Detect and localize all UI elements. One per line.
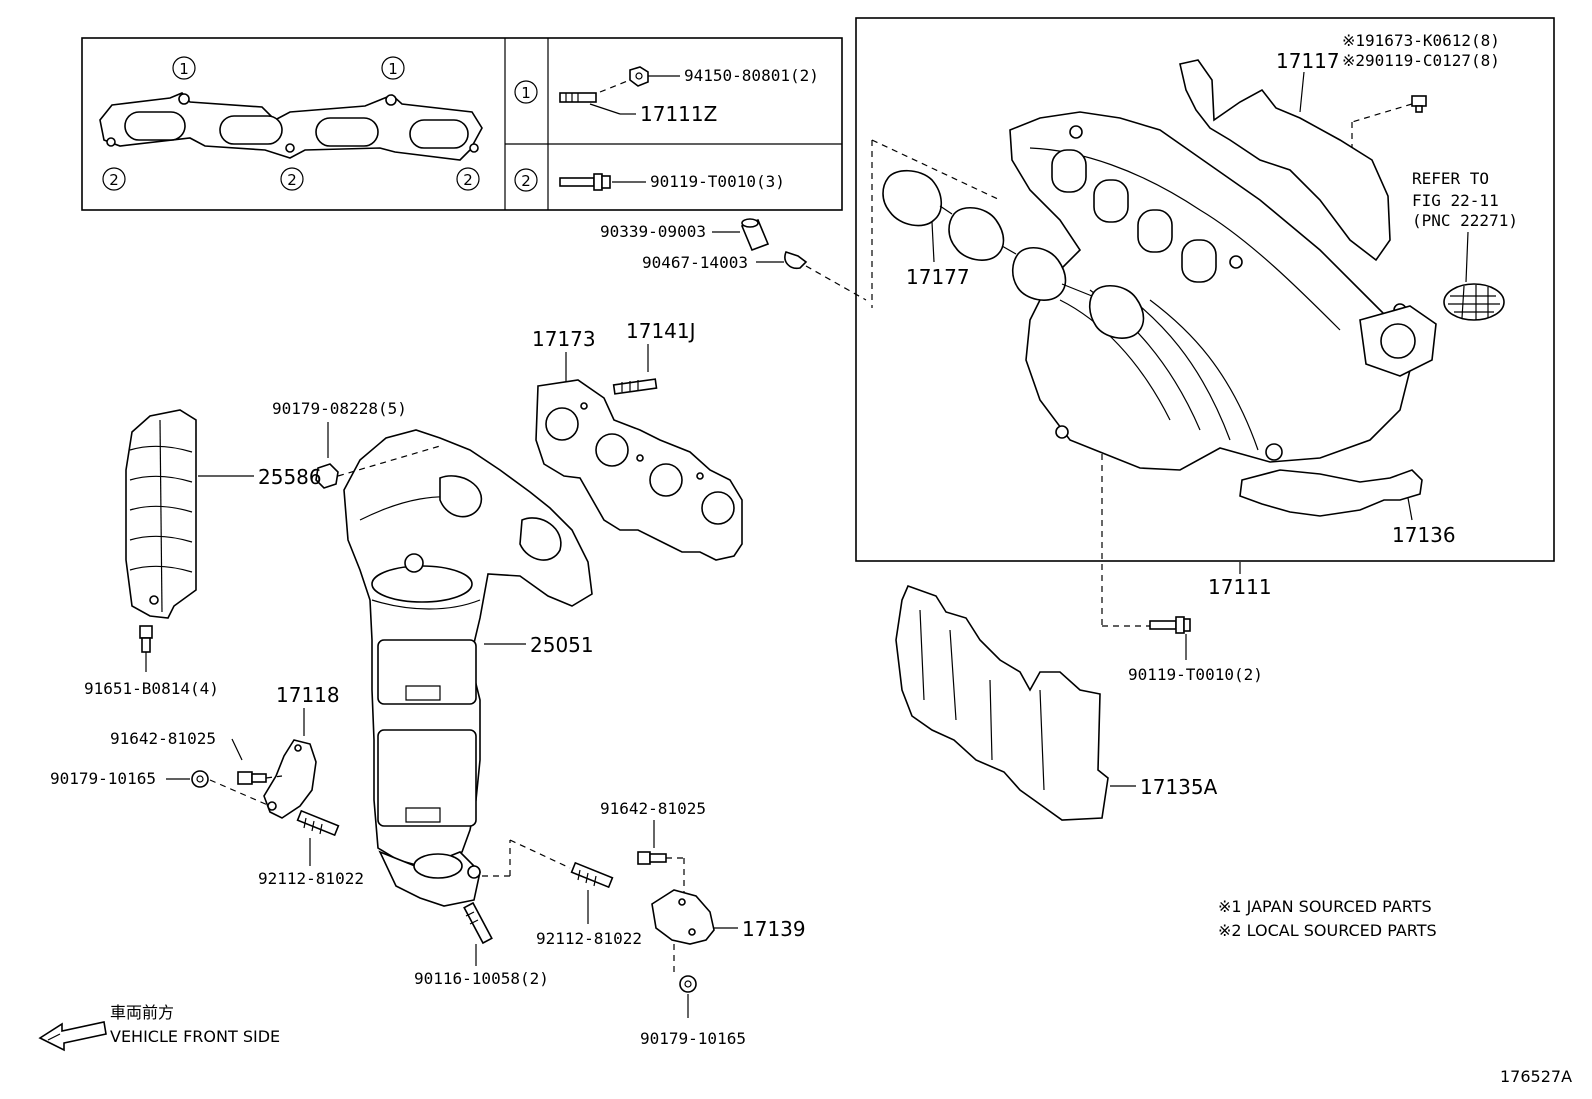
marker-1-circle: 1 (381, 56, 405, 80)
label-90339-09003: 90339-09003 (600, 222, 706, 241)
label-90179-10165-a: 90179-10165 (50, 769, 156, 788)
svg-text:2: 2 (287, 171, 297, 189)
refer-to-line: REFER TO (1412, 169, 1489, 188)
stud-bolt-icon (296, 809, 340, 837)
label-91642-81025-b: 91642-81025 (600, 799, 706, 818)
label-91651-B0814: 91651-B0814(4) (84, 679, 219, 698)
flange-bolt-icon (1149, 616, 1191, 634)
gasket-inset: 1 1 2 2 2 1 (81, 37, 843, 211)
label-17177: 17177 (906, 265, 970, 289)
clamp-icon (784, 251, 808, 270)
hose-icon (740, 218, 770, 252)
label-17173: 17173 (532, 327, 596, 351)
label-90467-14003: 90467-14003 (642, 253, 748, 272)
marker-2-circle: 2 (456, 167, 480, 191)
stud-bolt-icon (570, 861, 614, 889)
label-17118: 17118 (276, 683, 340, 707)
label-92112-81022-b: 92112-81022 (536, 929, 642, 948)
exhaust-manifold-25051 (343, 429, 593, 907)
label-90179-10165-c: 90179-10165 (640, 1029, 746, 1048)
label-92112-81022-a: 92112-81022 (258, 869, 364, 888)
label-17141J: 17141J (626, 319, 696, 343)
ref-191673-K0612: ※191673-K0612(8) (1342, 31, 1500, 50)
insulator-17136 (1239, 469, 1423, 517)
marker-2-circle: 2 (102, 167, 126, 191)
svg-text:1: 1 (521, 84, 531, 102)
svg-text:1: 1 (388, 60, 398, 78)
exhaust-gasket-drawing (99, 92, 483, 161)
diagram-id: 176527A (1500, 1067, 1572, 1086)
svg-text:2: 2 (463, 171, 473, 189)
svg-text:2: 2 (109, 171, 119, 189)
intake-gaskets-17177 (882, 169, 1145, 339)
refer-fig-line: FIG 22-11 (1412, 191, 1499, 210)
bracket-17139 (651, 889, 715, 945)
nut-icon (191, 770, 209, 788)
front-arrow-icon (38, 1021, 107, 1052)
nut-icon (679, 975, 697, 993)
note-japan-sourced: ※1 JAPAN SOURCED PARTS (1218, 897, 1432, 916)
svg-text:1: 1 (179, 60, 189, 78)
bracket-17118 (263, 739, 317, 819)
label-90116-10058: 90116-10058(2) (414, 969, 549, 988)
nut-icon (629, 66, 649, 87)
svg-text:2: 2 (521, 172, 531, 190)
stud-bolt-icon (612, 378, 658, 395)
label-91642-81025-a: 91642-81025 (110, 729, 216, 748)
stud-bolt-icon (559, 92, 597, 103)
label-17135A: 17135A (1140, 775, 1218, 799)
stud-bolt-icon (463, 901, 493, 945)
front-arrow-jp: 車両前方 (110, 1003, 174, 1022)
refer-pnc-line: (PNC 22271) (1412, 211, 1518, 230)
flange-bolt-icon (237, 771, 267, 785)
mesh-filter (1443, 283, 1505, 321)
flange-bolt-icon (637, 851, 667, 865)
label-25586: 25586 (258, 465, 322, 489)
label-17139: 17139 (742, 917, 806, 941)
marker-1-circle: 1 (514, 80, 538, 104)
intake-box-frame (855, 17, 1555, 562)
marker-1-circle: 1 (172, 56, 196, 80)
flange-bolt-icon (139, 625, 153, 653)
label-90119-T0010-2: 90119-T0010(2) (1128, 665, 1263, 684)
heat-shield-25586 (125, 409, 197, 619)
intake-manifold-box: ※191673-K0612(8) ※290119-C0127(8) 17117 … (855, 17, 1555, 627)
flange-bolt-icon (1411, 95, 1427, 113)
exhaust-gasket-17173 (535, 379, 743, 561)
label-25051: 25051 (530, 633, 594, 657)
ref-290119-C0127: ※290119-C0127(8) (1342, 51, 1500, 70)
label-90119-T0010-3: 90119-T0010(3) (650, 172, 785, 191)
flange-bolt-icon (559, 173, 611, 191)
label-90179-08228: 90179-08228(5) (272, 399, 407, 418)
note-local-sourced: ※2 LOCAL SOURCED PARTS (1218, 921, 1437, 940)
front-arrow-en: VEHICLE FRONT SIDE (110, 1027, 280, 1046)
label-17136: 17136 (1392, 523, 1456, 547)
gasket-inset-frame (81, 37, 843, 211)
nut-icon (315, 463, 339, 489)
marker-2-circle: 2 (514, 168, 538, 192)
label-17117: 17117 (1276, 49, 1340, 73)
heat-insulator-17135A (895, 584, 1109, 821)
label-17111: 17111 (1208, 575, 1272, 599)
marker-2-circle: 2 (280, 167, 304, 191)
label-94150-80801: 94150-80801(2) (684, 66, 819, 85)
heat-insulator-17117 (1179, 59, 1391, 262)
label-17111Z: 17111Z (640, 102, 717, 126)
intake-manifold-drawing (1009, 111, 1437, 471)
